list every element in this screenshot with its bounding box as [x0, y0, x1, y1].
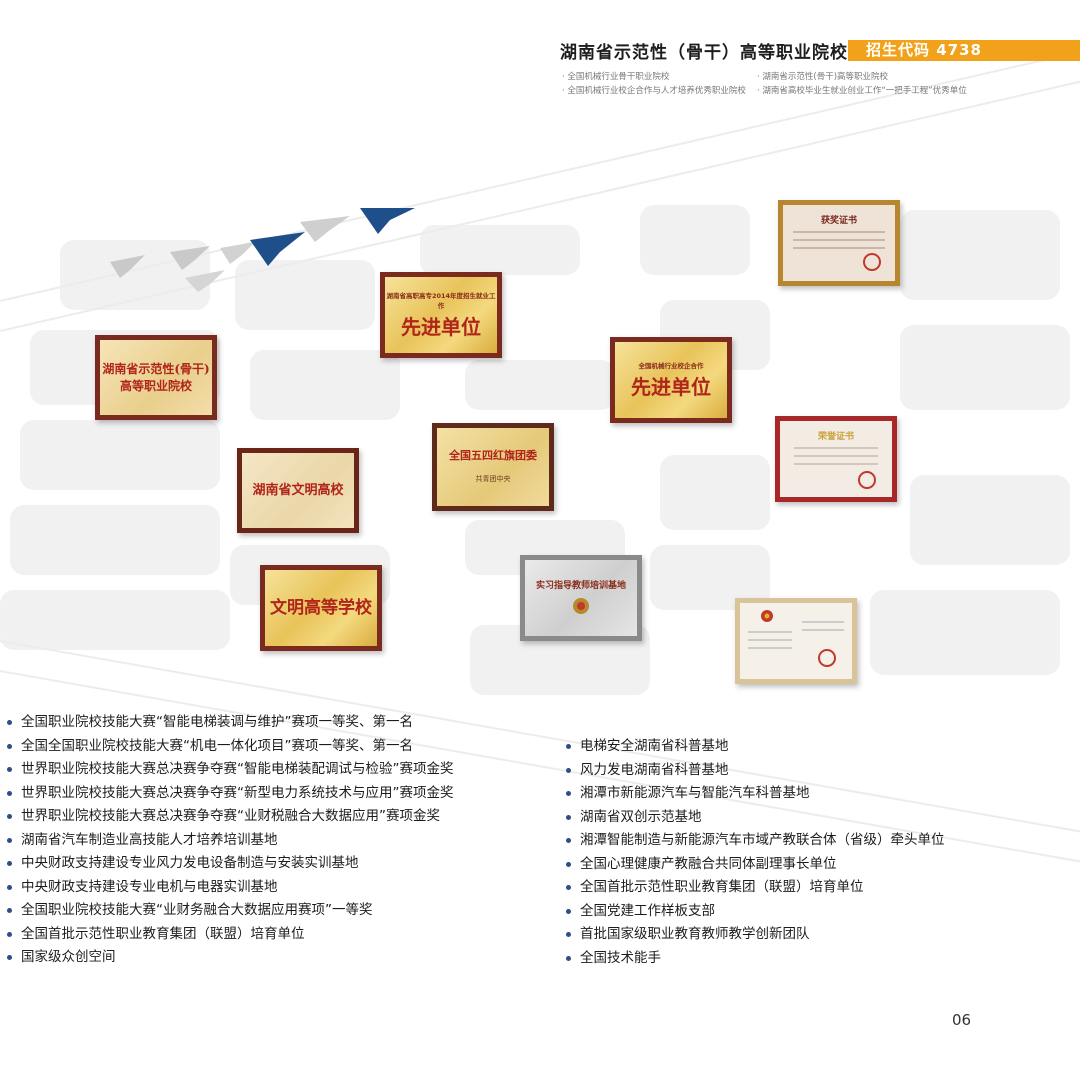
certificate-document — [735, 598, 857, 684]
plaque-civilized-college: 文明高等学校 — [260, 565, 382, 651]
list-item: 中央财政支持建设专业风力发电设备制造与安装实训基地 — [4, 852, 454, 876]
bullet-icon — [7, 955, 12, 960]
list-item: 国家级众创空间 — [4, 946, 454, 970]
bullet-icon — [566, 744, 571, 749]
bullet-icon — [7, 790, 12, 796]
list-item: 湘潭市新能源汽车与智能汽车科普基地 — [563, 782, 945, 806]
list-item: 电梯安全湖南省科普基地 — [563, 735, 945, 759]
certificate-award: 获奖证书 — [778, 200, 900, 286]
bullet-icon — [7, 861, 12, 866]
list-item: 湖南省汽车制造业高技能人才培养培训基地 — [4, 829, 454, 853]
achievements-list-left: 全国职业院校技能大赛“智能电梯装调与维护”赛项一等奖、第一名 全国全国职业院校技… — [4, 711, 454, 970]
list-item: 湘潭智能制造与新能源汽车市域产教联合体（省级）牵头单位 — [563, 829, 945, 853]
national-emblem-icon — [573, 598, 589, 615]
bullet-icon — [566, 932, 571, 937]
list-item: 世界职业院校技能大赛总决赛争夺赛“业财税融合大数据应用”赛项金奖 — [4, 805, 454, 829]
bullet-icon — [566, 814, 571, 820]
bullet-icon — [566, 838, 571, 843]
plaque-advanced-unit: 全国机械行业校企合作 先进单位 — [610, 337, 732, 423]
subtitle-item: · 湖南省高校毕业生就业创业工作“一把手工程”优秀单位 — [757, 86, 967, 96]
list-item: 风力发电湖南省科普基地 — [563, 759, 945, 783]
list-item: 首批国家级职业教育教师教学创新团队 — [563, 923, 945, 947]
list-item: 全国全国职业院校技能大赛“机电一体化项目”赛项一等奖、第一名 — [4, 735, 454, 759]
certificate-honor: 荣誉证书 — [775, 416, 897, 502]
subtitle-item: · 全国机械行业校企合作与人才培养优秀职业院校 — [562, 86, 746, 96]
plaque-model-school: 湖南省示范性(骨干) 高等职业院校 — [95, 335, 217, 420]
bullet-icon — [7, 884, 12, 890]
list-item: 全国职业院校技能大赛“业财务融合大数据应用赛项”一等奖 — [4, 899, 454, 923]
list-item: 全国首批示范性职业教育集团（联盟）培育单位 — [4, 923, 454, 947]
bullet-icon — [7, 814, 12, 819]
bullet-icon — [7, 743, 12, 749]
subtitle-item: · 湖南省示范性(骨干)高等职业院校 — [757, 72, 889, 82]
bullet-icon — [566, 791, 571, 796]
arrow-decoration-icon — [110, 208, 415, 292]
plaque-training-base: 实习指导教师培训基地 — [520, 555, 642, 641]
list-item: 世界职业院校技能大赛总决赛争夺赛“新型电力系统技术与应用”赛项金奖 — [4, 782, 454, 806]
enroll-code-badge: 招生代码 4738 — [848, 40, 1080, 61]
bullet-icon — [566, 767, 571, 773]
list-item: 全国党建工作样板支部 — [563, 900, 945, 924]
bullet-icon — [566, 908, 571, 914]
achievements-list-right: 电梯安全湖南省科普基地 风力发电湖南省科普基地 湘潭市新能源汽车与智能汽车科普基… — [563, 735, 945, 970]
list-item: 中央财政支持建设专业电机与电器实训基地 — [4, 876, 454, 900]
bullet-icon — [566, 955, 571, 961]
bullet-icon — [566, 861, 571, 867]
bullet-icon — [7, 908, 12, 913]
bullet-icon — [7, 767, 12, 772]
list-item: 全国首批示范性职业教育集团（联盟）培育单位 — [563, 876, 945, 900]
bullet-icon — [566, 885, 571, 890]
bullet-icon — [7, 720, 12, 725]
list-item: 全国职业院校技能大赛“智能电梯装调与维护”赛项一等奖、第一名 — [4, 711, 454, 735]
list-item: 全国心理健康产教融合共同体副理事长单位 — [563, 853, 945, 877]
plaque-may-fourth: 全国五四红旗团委 共青团中央 — [432, 423, 554, 511]
bullet-icon — [7, 837, 12, 843]
school-title: 湖南省示范性（骨干）高等职业院校 — [560, 43, 848, 63]
list-item: 全国技术能手 — [563, 947, 945, 971]
bullet-icon — [7, 931, 12, 937]
plaque-civilized-university: 湖南省文明高校 — [237, 448, 359, 533]
subtitle-item: · 全国机械行业骨干职业院校 — [562, 72, 670, 82]
plaque-advanced-2014: 湖南省高职高专2014年度招生就业工作 先进单位 — [380, 272, 502, 358]
national-emblem-icon — [761, 610, 773, 622]
page-number: 06 — [952, 1011, 972, 1029]
list-item: 湖南省双创示范基地 — [563, 806, 945, 830]
list-item: 世界职业院校技能大赛总决赛争夺赛“智能电梯装配调试与检验”赛项金奖 — [4, 758, 454, 782]
